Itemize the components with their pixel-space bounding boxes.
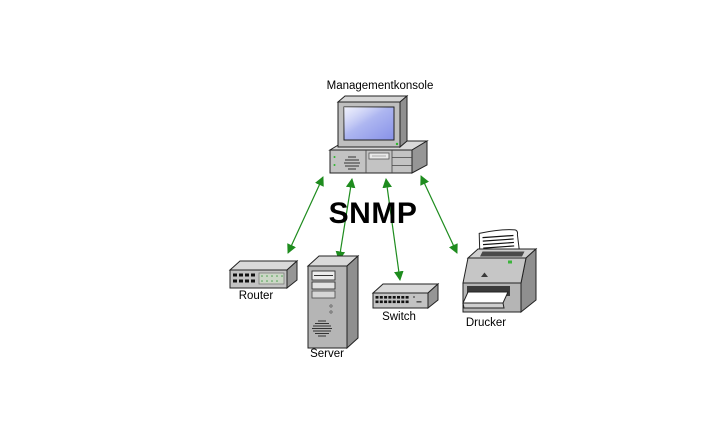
arrow-console-router: [287, 176, 324, 254]
switch-label: Switch: [382, 311, 416, 323]
printer-paper-out: [462, 291, 509, 304]
arrow-console-printer: [420, 175, 458, 254]
switch-marking: [416, 301, 422, 303]
server-button: [329, 310, 333, 314]
console-case-front: [329, 149, 413, 174]
printer-feed-slot: [480, 251, 525, 257]
switch-led-icon: [413, 296, 415, 298]
router-ports: [233, 273, 255, 283]
router-status-panel: [258, 272, 285, 285]
arrow-console-switch: [382, 178, 404, 281]
monitor-screen-glare: [344, 107, 394, 140]
printer-tray-lip: [462, 302, 505, 309]
server-speaker-grille: [312, 320, 332, 337]
server-drive-bays: [311, 270, 336, 299]
server-icon: [306, 254, 360, 350]
console-led-icon: [333, 156, 336, 158]
server-side: [346, 254, 359, 350]
switch-ports: [375, 296, 409, 304]
printer-sloped-front: [462, 257, 527, 284]
monitor-side: [399, 94, 408, 149]
console-led-icon: [333, 164, 336, 166]
monitor-top: [336, 95, 409, 103]
router-top: [228, 260, 299, 271]
console-speaker-grille: [344, 156, 360, 170]
printer-label: Drucker: [466, 317, 506, 329]
arrow-console-server: [335, 178, 356, 261]
switch-icon: [371, 282, 440, 310]
router-icon: [228, 259, 299, 290]
router-label: Router: [239, 290, 274, 302]
monitor-power-led-icon: [395, 142, 399, 146]
management-console-icon: [328, 94, 429, 174]
printer-caret-mark: [481, 272, 488, 277]
switch-top: [371, 283, 440, 294]
protocol-label: SNMP: [329, 197, 418, 230]
printer-icon: [462, 229, 538, 314]
printer-led-icon: [508, 260, 512, 264]
router-leds: [261, 275, 283, 282]
connection-arrows: [287, 175, 458, 281]
server-label: Server: [310, 348, 344, 360]
console-label: Managementkonsole: [327, 80, 434, 92]
server-button: [329, 304, 333, 308]
